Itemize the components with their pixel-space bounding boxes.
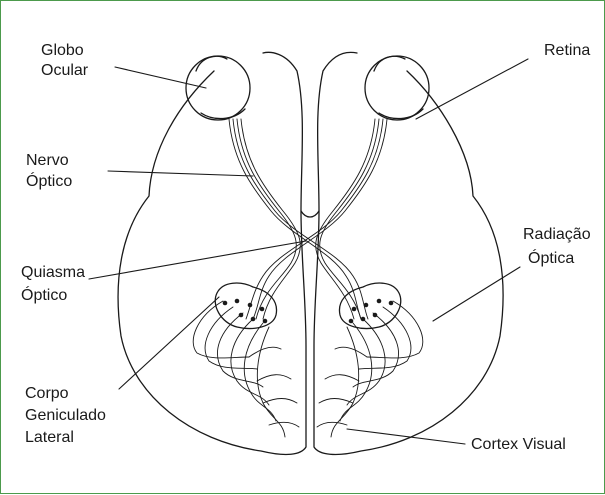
right-geniculate-body [339, 283, 400, 328]
left-optic-nerve [229, 119, 368, 319]
right-optic-radiation [317, 301, 423, 437]
left-retina-arc [201, 109, 245, 119]
left-eyeball [186, 56, 250, 120]
leader-corpo-geniculado [119, 297, 219, 389]
label-retina: Retina [544, 42, 590, 59]
label-nervo-optico: Nervo Óptico [26, 152, 73, 190]
right-retina-arc [379, 109, 423, 119]
central-fissure-top [301, 211, 319, 217]
left-hemisphere-outline [118, 52, 306, 454]
leader-retina [416, 59, 528, 119]
leader-radiacao-optica [433, 267, 520, 321]
leader-lines [89, 59, 528, 444]
label-globo-ocular: Globo Ocular [41, 42, 89, 79]
leader-nervo-optico [108, 171, 253, 176]
label-corpo-geniculado: Corpo Geniculado Lateral [25, 385, 110, 446]
label-cortex-visual: Cortex Visual [471, 436, 566, 453]
right-hemisphere-outline [314, 52, 503, 454]
right-cornea [374, 56, 405, 71]
left-optic-radiation [193, 301, 299, 437]
left-cornea [196, 56, 227, 71]
leader-globo-ocular [115, 67, 206, 88]
leader-cortex-visual [347, 429, 465, 444]
right-eyeball [365, 56, 429, 120]
label-radiacao-optica: Radiação Óptica [523, 226, 595, 267]
label-quiasma-optico: Quiasma Óptico [21, 264, 89, 304]
